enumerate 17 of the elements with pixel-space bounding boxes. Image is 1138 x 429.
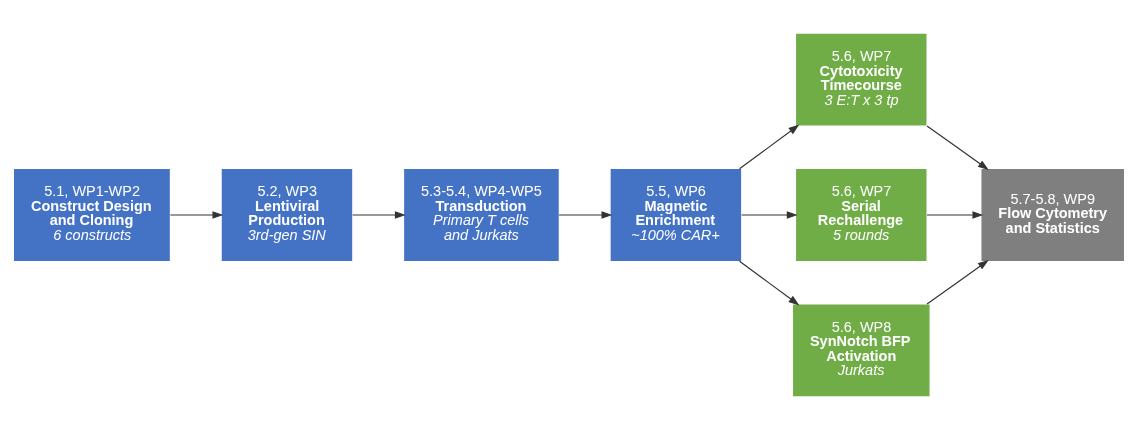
node-box: 5.3-5.4, WP4-WP5 Transduction Primary T cells and Jurkats (404, 168, 559, 261)
arrow (926, 210, 984, 219)
arrow (738, 260, 800, 305)
node-box: 5.1, WP1-WP2 Construct Design and Cloning 6 constructs (14, 168, 170, 261)
arrow (558, 210, 613, 219)
arrow (352, 210, 406, 219)
node-box: 5.6, WP8 SynNotch BFP Activation Jurkats (793, 303, 930, 396)
node-box: 5.2, WP3 Lentiviral Production 3rd-gen SIN (221, 168, 353, 261)
node-box: 5.6, WP7 Cytotoxicity Timecourse 3 E:T x 3 tp (796, 33, 927, 126)
node-box: 5.5, WP6 Magnetic Enrichment ~100% CAR+ (610, 168, 742, 261)
arrow (738, 124, 800, 169)
node-box: 5.6, WP7 Serial Rechallenge 5 rounds (796, 168, 927, 261)
arrow (926, 259, 989, 305)
arrow (169, 210, 224, 219)
node-box: 5.7-5.8, WP9 Flow Cytometry and Statistics (981, 168, 1124, 261)
arrow (926, 124, 989, 170)
arrow (741, 210, 798, 219)
